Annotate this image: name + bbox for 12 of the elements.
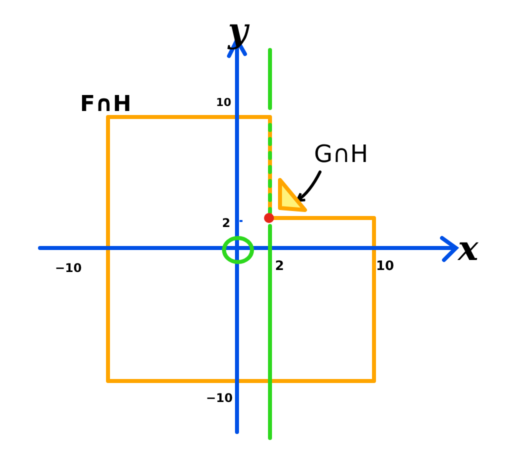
tick-label: 2 [275,260,284,273]
tick-label: −10 [206,392,233,404]
set-label: F∩H [80,94,132,116]
arrow [296,170,322,202]
tick-label: −10 [55,262,82,274]
tick-label: 10 [216,97,232,108]
axis-label: x [458,232,478,266]
shaded-region [278,178,307,212]
axis-label: y [228,14,248,48]
set-label: G∩H [312,140,370,168]
tick-label: 2 [222,217,230,229]
tick-label: 10 [376,260,394,273]
